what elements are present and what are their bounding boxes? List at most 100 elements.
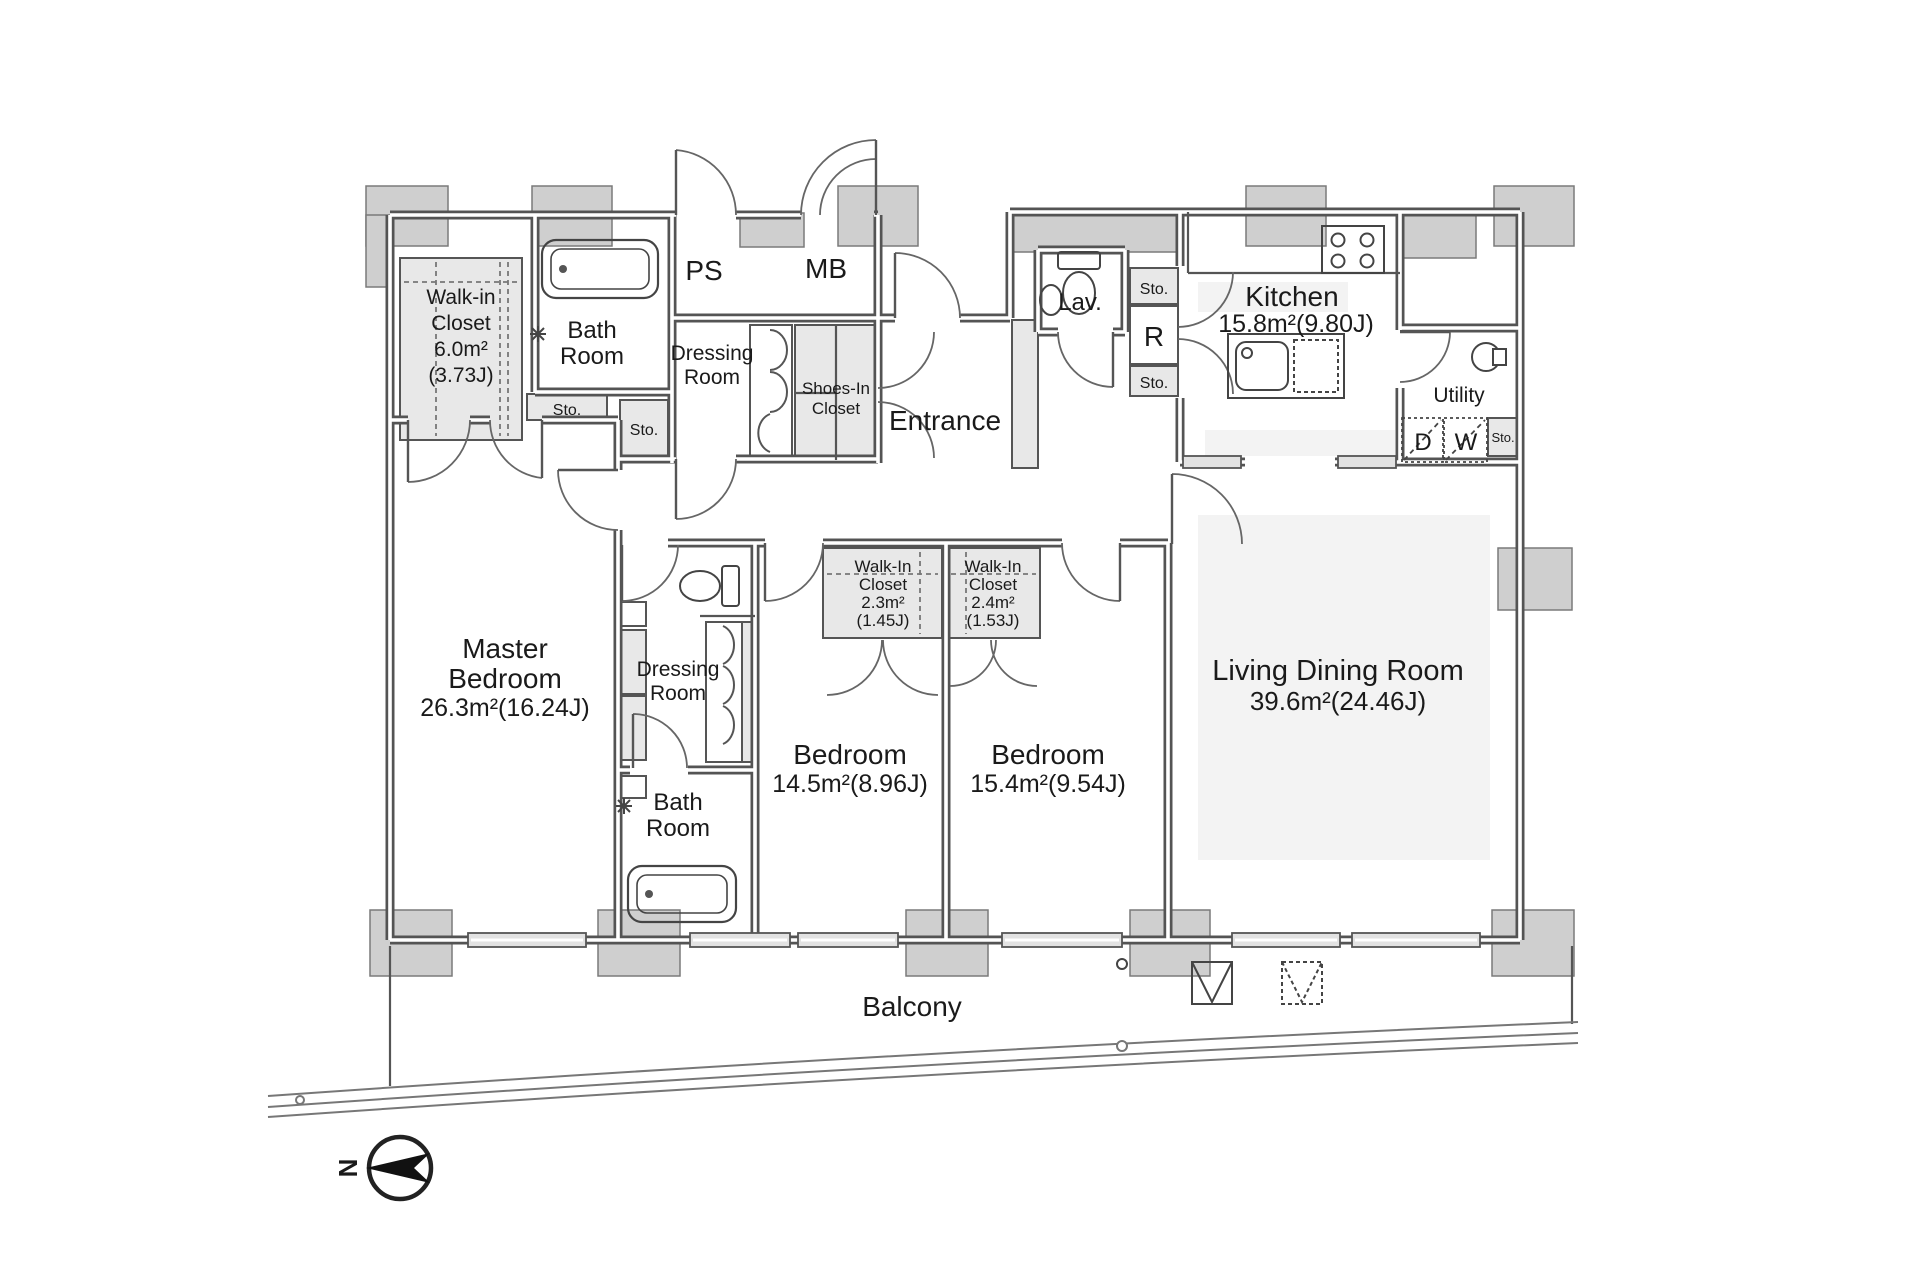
toilet-lav-icon xyxy=(1057,251,1101,315)
svg-text:15.8m²(9.80J): 15.8m²(9.80J) xyxy=(1218,310,1374,338)
svg-text:14.5m²(8.96J): 14.5m²(8.96J) xyxy=(772,770,928,798)
shoes-closet-divider xyxy=(795,325,838,460)
svg-text:Bedroom: Bedroom xyxy=(991,739,1105,770)
walk-in-closet-main-box xyxy=(399,257,523,441)
svg-text:Shoes-In: Shoes-In xyxy=(802,379,870,398)
svg-text:15.4m²(9.54J): 15.4m²(9.54J) xyxy=(970,770,1126,798)
storage-box-b xyxy=(619,399,669,457)
mb-door-arcs xyxy=(800,139,877,216)
room-bath-2: Bath Room xyxy=(646,789,710,842)
bedroom2-door-arc xyxy=(1061,542,1121,602)
storage-kitchen-top xyxy=(1129,267,1179,305)
label-storage-k2: Sto. xyxy=(1140,375,1168,392)
hall-ldr-door-arc xyxy=(1171,473,1243,545)
svg-text:Utility: Utility xyxy=(1433,384,1485,407)
dressing2-wardrobe xyxy=(705,621,743,763)
svg-text:Room: Room xyxy=(646,815,710,842)
ps-door-arc xyxy=(675,149,737,216)
room-labels: Walk-in Closet 6.0m² (3.73J) Bath Room P… xyxy=(420,253,1514,1022)
svg-text:6.0m²: 6.0m² xyxy=(434,338,488,361)
walk-in-closet-3-box xyxy=(946,547,1041,639)
svg-text:D: D xyxy=(1414,429,1431,456)
storage-utility xyxy=(1487,417,1519,457)
kitchen-nook-door-arcs xyxy=(1177,271,1234,395)
svg-text:Living Dining Room: Living Dining Room xyxy=(1212,655,1463,687)
ac-unit-mark-solid xyxy=(1191,961,1233,1005)
label-entrance: Entrance xyxy=(889,405,1001,436)
label-lav: Lav. xyxy=(1058,289,1102,316)
room-dressing-1: Dressing Room xyxy=(671,342,754,389)
label-storage-k1: Sto. xyxy=(1140,281,1168,298)
toilet-2-icon xyxy=(679,565,740,607)
ac-unit-mark-dashed xyxy=(1281,961,1323,1005)
toilet-room-door-arc xyxy=(621,544,679,602)
svg-text:Walk-In: Walk-In xyxy=(965,557,1022,576)
room-living-dining: Living Dining Room 39.6m²(24.46J) xyxy=(1212,655,1463,716)
bathtub-main-icon xyxy=(540,238,660,300)
label-mb: MB xyxy=(805,253,847,284)
room-walk-in-closet-main: Walk-in Closet 6.0m² (3.73J) xyxy=(426,286,495,387)
svg-text:Room: Room xyxy=(684,366,740,389)
svg-text:39.6m²(24.46J): 39.6m²(24.46J) xyxy=(1250,686,1426,716)
lav-sink-icon xyxy=(1039,284,1063,316)
living-room-floor-tint xyxy=(1198,515,1490,860)
wic3-door-arcs xyxy=(949,639,1038,687)
svg-text:W: W xyxy=(1455,429,1478,456)
wic-main-door-arc xyxy=(407,419,471,483)
svg-text:Closet: Closet xyxy=(431,312,491,335)
thin-lines xyxy=(388,212,1574,1086)
svg-text:Dressing: Dressing xyxy=(637,658,720,681)
room-bedroom-2: Bedroom 15.4m²(9.54J) xyxy=(970,739,1126,798)
walk-in-closet-2-box xyxy=(822,547,943,639)
kitchen-island-icon xyxy=(1227,333,1345,399)
wic2-door-arcs xyxy=(826,639,939,696)
room-kitchen: Kitchen 15.8m²(9.80J) xyxy=(1218,281,1374,338)
refrigerator-box xyxy=(1129,305,1179,365)
svg-text:Closet: Closet xyxy=(812,399,860,418)
svg-text:Closet: Closet xyxy=(969,575,1017,594)
svg-text:Dressing: Dressing xyxy=(671,342,754,365)
svg-text:Bath: Bath xyxy=(653,789,702,816)
label-storage-b: Sto. xyxy=(630,422,658,439)
bath1-door-arc xyxy=(489,419,543,479)
drain-mark xyxy=(1116,958,1128,970)
svg-text:Kitchen: Kitchen xyxy=(1245,281,1338,312)
floor-tints xyxy=(1198,282,1490,860)
hanger-icons xyxy=(722,329,788,745)
utility-door-arc xyxy=(1399,331,1451,383)
bath2-door-arc xyxy=(632,713,688,769)
room-shoes-closet: Shoes-In Closet xyxy=(802,379,870,418)
washer-dryer-boxes xyxy=(1401,417,1488,463)
room-walk-in-closet-2: Walk-In Closet 2.3m² (1.45J) xyxy=(855,557,912,630)
svg-text:(1.53J): (1.53J) xyxy=(967,611,1020,630)
shoes-closet-door-arcs xyxy=(877,331,935,459)
room-utility: Utility D W xyxy=(1414,384,1485,456)
svg-text:2.3m²: 2.3m² xyxy=(861,593,905,612)
dressing2-cabinet-1 xyxy=(619,629,647,695)
room-dressing-2: Dressing Room xyxy=(637,658,720,705)
balcony-edge xyxy=(267,1021,1579,1118)
bathtub-2-icon xyxy=(626,864,738,924)
faucet-2-icon xyxy=(616,798,632,814)
entrance-step xyxy=(1011,319,1039,469)
label-refrigerator: R xyxy=(1144,321,1164,352)
label-ps: PS xyxy=(685,255,722,286)
balcony-equipment-marks xyxy=(1116,958,1323,1005)
svg-text:Walk-In: Walk-In xyxy=(855,557,912,576)
label-storage-utility: Sto. xyxy=(1491,430,1514,445)
compass-north-label: N xyxy=(333,1159,363,1178)
front-door-arc xyxy=(894,252,961,319)
door-leaves xyxy=(406,140,1450,768)
bedroom1-door-arc xyxy=(764,542,824,602)
faucet-main-icon xyxy=(530,326,546,342)
svg-text:Master: Master xyxy=(462,633,548,664)
closet-hatching xyxy=(404,262,1036,634)
svg-text:Bedroom: Bedroom xyxy=(793,739,907,770)
svg-text:Bedroom: Bedroom xyxy=(448,663,562,694)
svg-text:(1.45J): (1.45J) xyxy=(857,611,910,630)
compass-icon: N xyxy=(333,1134,434,1202)
label-storage-a: Sto. xyxy=(553,402,581,419)
room-bedroom-1: Bedroom 14.5m²(8.96J) xyxy=(772,739,928,798)
windows xyxy=(467,455,1481,948)
